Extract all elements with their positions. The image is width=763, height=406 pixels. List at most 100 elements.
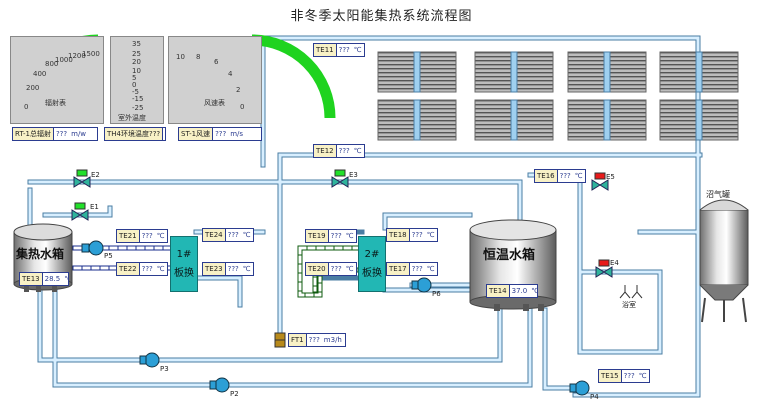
- thermo-tick-1: 25: [132, 50, 141, 58]
- radiation-tick-0: 0: [24, 103, 29, 111]
- shower-icon: [619, 285, 643, 299]
- collector-header: [695, 99, 703, 141]
- collector-panel-3: [419, 99, 457, 141]
- sensor-te19: TE19???℃: [305, 229, 357, 243]
- radiation-tick-4: 1000: [55, 56, 73, 64]
- thermo-tick-4: 5: [132, 74, 137, 82]
- biogas-tank-label: 沼气罐: [706, 190, 730, 199]
- wind-tick-3: 4: [228, 70, 233, 78]
- pump-p6-label: P6: [432, 290, 441, 298]
- valve-e1[interactable]: [71, 202, 89, 221]
- flowmeter-readout: FT1???m3/h: [288, 333, 346, 347]
- collector-header: [603, 99, 611, 141]
- biogas-tank: [699, 199, 749, 323]
- collector-panel-2: [377, 99, 415, 141]
- pump-p5[interactable]: [81, 240, 104, 256]
- sensor-te17: TE17???℃: [386, 262, 438, 276]
- wind-tick-5: 0: [240, 103, 245, 111]
- pump-p4[interactable]: [569, 380, 590, 396]
- valve-e4[interactable]: [595, 259, 613, 278]
- thermo-tick-7: -15: [132, 95, 144, 103]
- radiation-tick-2: 400: [33, 70, 47, 78]
- bathroom-label: 浴室: [622, 301, 636, 309]
- collector-header: [510, 51, 518, 93]
- collector-panel-6: [474, 99, 512, 141]
- sensor-te20: TE20???℃: [305, 262, 357, 276]
- valve-e1-label: E1: [90, 203, 99, 211]
- solar-collector-array: [377, 51, 739, 141]
- sensor-te23: TE23???℃: [202, 262, 254, 276]
- radiation-tick-3: 800: [45, 60, 59, 68]
- sensor-te18: TE18???℃: [386, 228, 438, 242]
- hx1-line1: 1#: [176, 249, 192, 260]
- radiation-dial-label: 辐射表: [45, 99, 66, 107]
- collector-panel-7: [516, 99, 554, 141]
- heat-exchanger-2[interactable]: 2# 板换: [358, 236, 386, 292]
- valve-e2-label: E2: [91, 171, 100, 179]
- radiation-readout: RT-1总辐射???m/w: [12, 127, 98, 141]
- wind-tick-0: 10: [176, 53, 185, 61]
- collector-panel-5: [516, 51, 554, 93]
- pump-p2[interactable]: [209, 377, 230, 393]
- pump-p3-label: P3: [160, 365, 169, 373]
- wind-readout: ST-1风速???m/s: [178, 127, 262, 141]
- heat-exchanger-1[interactable]: 1# 板换: [170, 236, 198, 292]
- wind-caption-unit: m/s: [230, 130, 244, 138]
- collector-panel-8: [567, 51, 605, 93]
- flowmeter-ft1: [274, 332, 286, 348]
- thermo-tick-2: 20: [132, 58, 141, 66]
- collector-header: [413, 99, 421, 141]
- radiation-tick-1: 200: [26, 84, 40, 92]
- collector-panel-11: [609, 99, 647, 141]
- wind-tick-1: 8: [196, 53, 201, 61]
- wind-caption-value: ???: [215, 130, 227, 138]
- hx2-line1: 2#: [364, 249, 380, 260]
- constant-tank-label: 恒温水箱: [483, 248, 536, 263]
- collector-panel-14: [659, 99, 697, 141]
- radiation-caption-label: RT-1总辐射: [13, 128, 54, 140]
- hx1-line2: 板换: [174, 268, 194, 279]
- collector-panel-12: [659, 51, 697, 93]
- sensor-te21: TE21???℃: [116, 229, 168, 243]
- thermo-dial-label: 室外温度: [118, 114, 146, 122]
- pump-p3[interactable]: [139, 352, 160, 368]
- thermometer-readout: TH4环境温度???℃: [104, 127, 166, 141]
- collector-panel-15: [701, 99, 739, 141]
- radiation-caption-value: ???: [55, 130, 68, 138]
- wind-tick-4: 2: [236, 86, 241, 94]
- thermo-tick-6: -5: [132, 88, 139, 96]
- pump-p4-label: P4: [590, 393, 599, 401]
- valve-e3-label: E3: [349, 171, 358, 179]
- collector-panel-0: [377, 51, 415, 93]
- wind-gauge: [168, 36, 262, 124]
- pump-p5-label: P5: [104, 252, 113, 260]
- thermo-tick-5: 0: [132, 81, 137, 89]
- thermo-tick-3: 10: [132, 67, 141, 75]
- valve-e4-label: E4: [610, 259, 619, 267]
- pump-p6[interactable]: [411, 277, 432, 293]
- collector-panel-4: [474, 51, 512, 93]
- wind-dial-label: 风速表: [204, 99, 225, 107]
- collector-panel-1: [419, 51, 457, 93]
- sensor-te15: TE15???℃: [598, 369, 650, 383]
- radiation-gauge: [10, 36, 104, 124]
- collector-header: [510, 99, 518, 141]
- valve-e5[interactable]: [591, 172, 609, 191]
- sensor-te22: TE22???℃: [116, 262, 168, 276]
- valve-e3[interactable]: [331, 169, 349, 188]
- hx2-line2: 板换: [362, 268, 382, 279]
- collector-tank-label: 集热水箱: [16, 247, 65, 261]
- thermo-tick-0: 35: [132, 40, 141, 48]
- valve-e2[interactable]: [73, 169, 91, 188]
- sensor-te16: TE16???℃: [534, 169, 586, 183]
- page-title: 非冬季太阳能集热系统流程图: [290, 9, 473, 24]
- valve-e5-label: E5: [606, 173, 615, 181]
- thermometer-gauge: [110, 36, 164, 124]
- radiation-caption-unit: m/w: [71, 130, 87, 138]
- radiation-tick-5: 1200: [68, 52, 86, 60]
- thermo-tick-8: -25: [132, 104, 144, 112]
- collector-panel-9: [609, 51, 647, 93]
- wind-caption-label: ST-1风速: [179, 128, 214, 140]
